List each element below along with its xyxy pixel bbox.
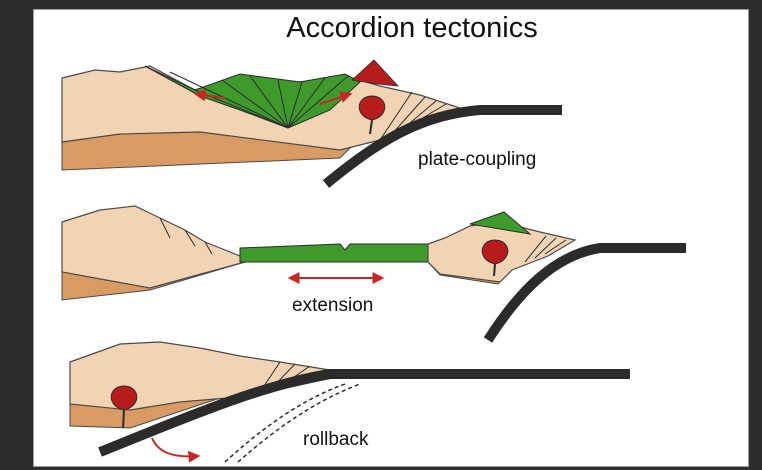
panel-rollback: rollback: [70, 342, 630, 462]
upper-crust-layer: [62, 206, 245, 288]
label-extension: extension: [292, 295, 373, 316]
diagram-title: Accordion tectonics: [286, 12, 537, 44]
rollback-arrow-icon: [152, 438, 198, 456]
panel-plate-coupling: plate-coupling: [62, 60, 562, 184]
label-plate-coupling: plate-coupling: [418, 149, 536, 170]
panel-extension: extension: [62, 206, 686, 340]
label-rollback: rollback: [303, 429, 369, 450]
extensional-basin-fill: [240, 244, 430, 262]
